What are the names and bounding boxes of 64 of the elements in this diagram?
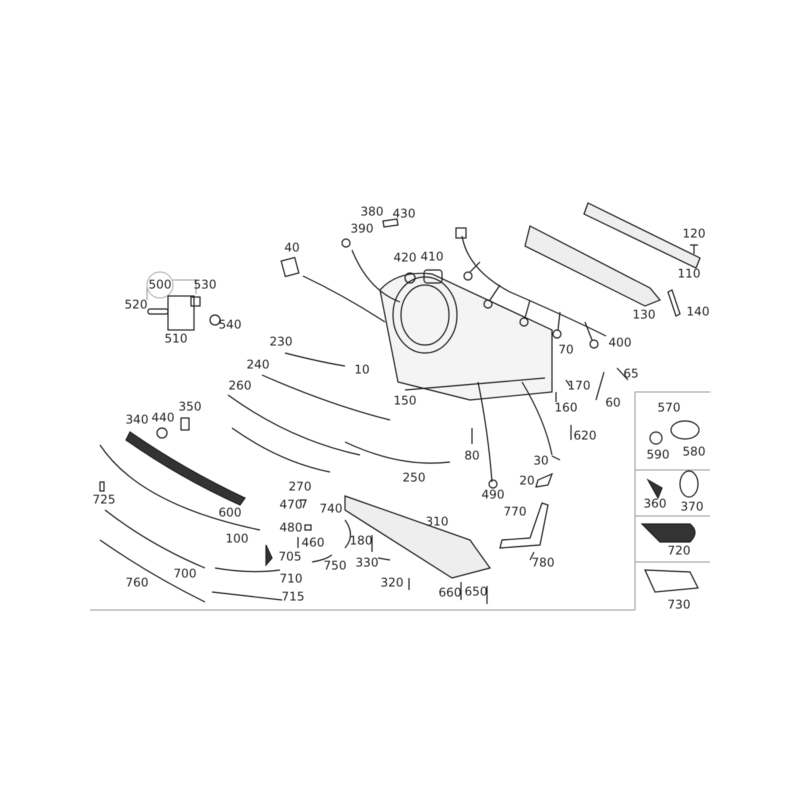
callout-number: 390 bbox=[350, 222, 374, 236]
callout-number: 370 bbox=[680, 500, 704, 514]
callout-number: 730 bbox=[668, 598, 690, 612]
callout-number: 725 bbox=[92, 494, 116, 506]
callout-number: 520 bbox=[124, 298, 148, 312]
callout-number: 70 bbox=[558, 344, 574, 356]
callout-number: 240 bbox=[246, 358, 270, 372]
callout-number: 620 bbox=[574, 430, 596, 442]
callout-number: 100 bbox=[226, 532, 248, 546]
callout-number: 780 bbox=[532, 556, 554, 570]
callout-number: 80 bbox=[464, 450, 480, 462]
callout-number: 340 bbox=[126, 414, 148, 426]
callout-number: 480 bbox=[280, 522, 302, 534]
callout-number: 270 bbox=[288, 480, 312, 494]
callout-number: 430 bbox=[392, 208, 416, 220]
callout-number: 130 bbox=[632, 308, 656, 322]
callout-number: 310 bbox=[426, 516, 448, 528]
callout-number: 230 bbox=[270, 336, 292, 348]
callout-number: 760 bbox=[126, 576, 148, 590]
callout-number: 110 bbox=[678, 268, 700, 280]
callout-number: 180 bbox=[350, 534, 372, 548]
callout-number: 720 bbox=[668, 544, 690, 558]
callout-number: 320 bbox=[380, 576, 404, 590]
callout-number: 380 bbox=[360, 206, 384, 218]
callout-number: 410 bbox=[420, 250, 444, 264]
callout-number: 170 bbox=[568, 380, 590, 392]
callout-number: 160 bbox=[554, 402, 578, 414]
callout-number: 700 bbox=[174, 568, 196, 580]
callout-number: 460 bbox=[302, 536, 324, 550]
callout-number: 710 bbox=[280, 572, 302, 586]
callout-number: 660 bbox=[438, 586, 462, 600]
callout-number: 770 bbox=[504, 506, 526, 518]
callout-number: 30 bbox=[533, 454, 549, 468]
callout-number: 580 bbox=[682, 446, 706, 458]
callout-number: 490 bbox=[482, 488, 504, 502]
callout-number: 750 bbox=[324, 560, 346, 572]
callout-number: 40 bbox=[284, 242, 300, 254]
callout-number: 650 bbox=[464, 586, 488, 598]
callout-number: 260 bbox=[228, 380, 252, 392]
callout-number: 740 bbox=[320, 502, 342, 516]
callout-number: 250 bbox=[402, 472, 426, 484]
callout-number: 150 bbox=[394, 394, 416, 408]
callout-number: 400 bbox=[608, 336, 632, 350]
callout-number: 10 bbox=[354, 364, 370, 376]
callout-number: 715 bbox=[282, 590, 304, 604]
callout-number: 420 bbox=[394, 252, 416, 264]
callout-number: 350 bbox=[178, 400, 202, 414]
callout-number: 540 bbox=[218, 318, 242, 332]
callout-number: 590 bbox=[646, 448, 670, 462]
callout-number: 570 bbox=[658, 402, 680, 414]
callout-number: 705 bbox=[278, 550, 302, 564]
callout-number: 600 bbox=[218, 506, 242, 520]
callout-number: 20 bbox=[519, 474, 535, 488]
callout-number: 60 bbox=[605, 396, 621, 410]
callout-number: 140 bbox=[686, 306, 710, 318]
callout-number: 120 bbox=[682, 228, 706, 240]
callout-number: 530 bbox=[194, 278, 216, 292]
callout-number: 440 bbox=[152, 412, 174, 424]
callout-number: 65 bbox=[623, 368, 639, 380]
callout-number: 510 bbox=[164, 332, 188, 346]
callout-number: 470 bbox=[280, 498, 302, 512]
callout-number: 330 bbox=[356, 556, 378, 570]
callout-number: 500 bbox=[148, 278, 172, 292]
callout-number: 360 bbox=[644, 498, 666, 510]
